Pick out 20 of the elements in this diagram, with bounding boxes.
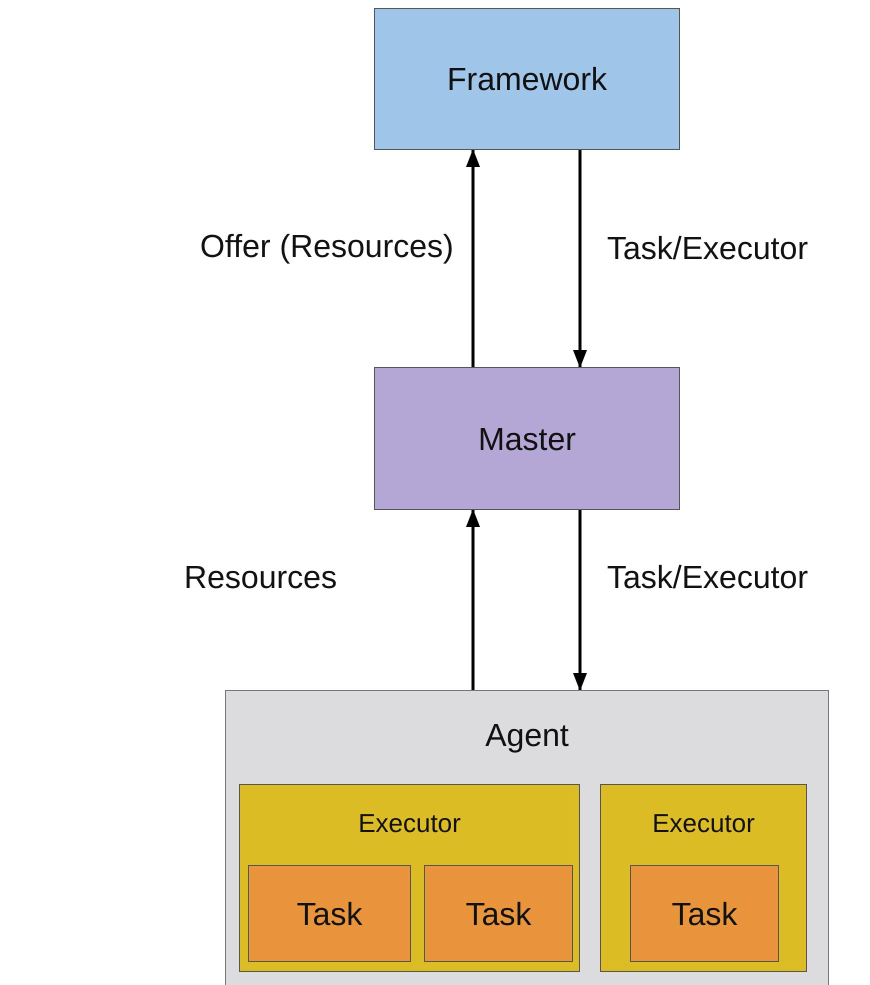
node-label: Task	[672, 894, 738, 934]
task-box	[424, 865, 573, 962]
node-label: Executor	[358, 807, 461, 840]
node-label: Framework	[446, 60, 607, 99]
master-box	[374, 367, 680, 510]
node-label: Master	[478, 420, 576, 458]
executor-box	[239, 784, 580, 972]
arrow	[573, 150, 587, 368]
node-label: Executor	[652, 807, 755, 840]
task-box	[248, 865, 411, 962]
task-box	[630, 865, 779, 962]
arrow	[466, 509, 480, 690]
framework-box	[374, 8, 680, 150]
node-label: Task	[296, 894, 362, 934]
arrow	[573, 510, 587, 691]
agent-box	[225, 690, 829, 985]
node-label: Agent	[485, 716, 569, 755]
node-label: Task	[466, 894, 532, 934]
arrow	[466, 149, 480, 367]
executor-box	[600, 784, 807, 972]
